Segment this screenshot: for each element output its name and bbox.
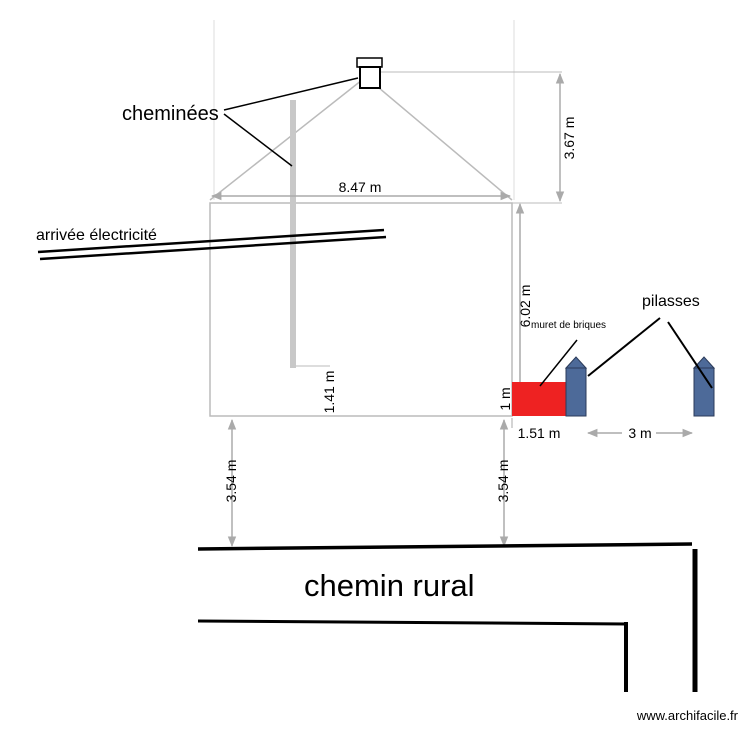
house-outline [209,202,513,417]
roof-right-slope [371,81,513,201]
roof-left-slope [209,79,363,201]
pillar-left-cap [564,356,588,369]
dim-house-width: 8.47 m [339,179,382,195]
pillar-right-cap [692,356,716,369]
dim-house-depth: 6.02 m [517,285,533,328]
dim-pillar-spacing: 3 m [628,425,651,441]
label-pillars: pilasses [642,293,700,310]
electricity-wire-2 [39,235,387,261]
pillar-left [565,367,587,417]
chimney-cap [356,57,383,68]
leader-chimney-bar [223,113,293,167]
label-road: chemin rural [304,568,475,603]
chimney-top [359,66,381,89]
leader-chimney-top [223,77,359,111]
dim-wall-length: 1.51 m [518,425,561,441]
chimney-bar [290,100,296,368]
dim-chimney-offset: 1.41 m [321,371,337,414]
leader-pillar-left [587,317,661,377]
label-chimneys: cheminées [122,103,219,125]
brick-wall [512,382,566,416]
label-brick-wall: muret de briques [531,320,606,331]
dim-wall-height: 1 m [497,387,513,410]
dim-roof-height: 3.67 m [561,117,577,160]
road-edge-bottom [197,619,628,626]
label-electricity: arrivée électricité [36,227,157,244]
dim-setback-right: 3.54 m [495,460,511,503]
watermark: www.archifacile.fr [636,708,739,723]
road-edge-top [197,542,693,551]
leader-brick-wall [539,339,578,387]
dim-setback-left: 3.54 m [223,460,239,503]
dim-pillar-spacing-bg [622,424,656,442]
electricity-wire-1 [37,228,385,254]
leader-pillar-right [667,321,713,389]
